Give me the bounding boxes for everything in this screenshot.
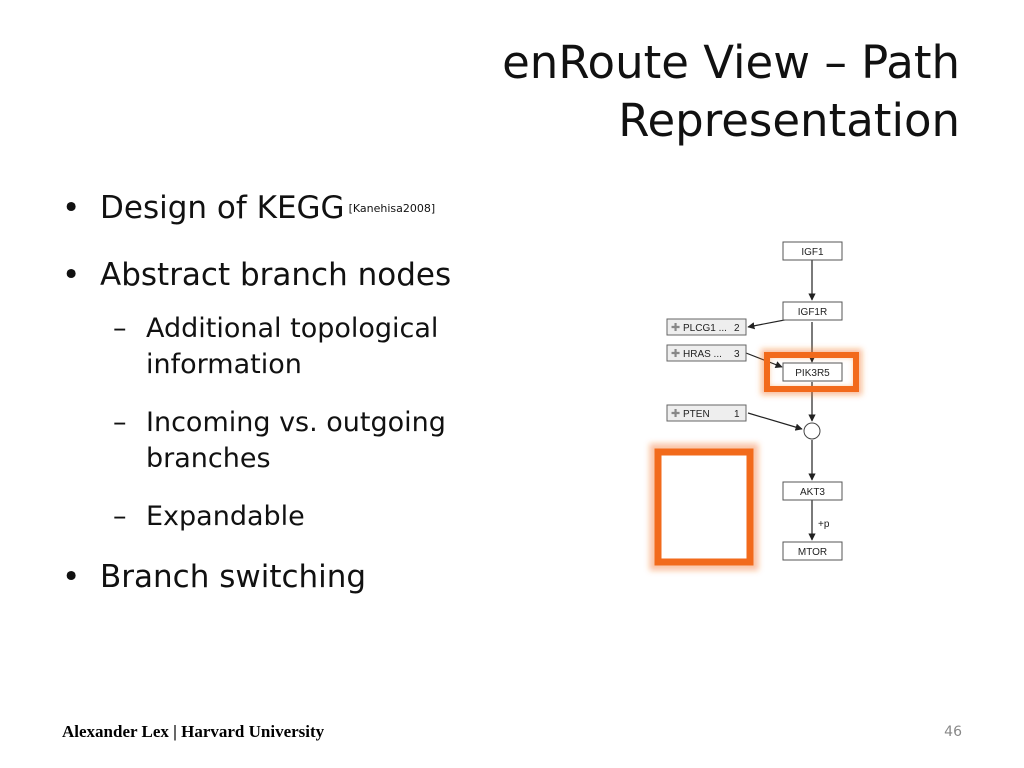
- expand-plus-icon: ✚: [671, 347, 680, 360]
- sub-bullet-line-1: Incoming vs. outgoing: [146, 407, 446, 438]
- sub-bullet-line-2: information: [146, 349, 302, 380]
- branch-junction: [803, 422, 821, 440]
- edge-pten-junction: [747, 412, 803, 431]
- dash-icon: –: [113, 313, 127, 344]
- sub-bullet-line-2: branches: [146, 443, 271, 474]
- sub-bullet-text: Expandable: [146, 501, 305, 532]
- bullet-text: Design of KEGG: [100, 190, 345, 226]
- edge-label-phosphorylation: +p: [818, 519, 830, 530]
- branch-node-plcg1-label: PLCG1 ...: [683, 323, 727, 334]
- node-akt3-label: AKT3: [800, 487, 825, 498]
- node-igf1[interactable]: IGF1: [782, 241, 843, 261]
- sub-bullet-line-1: Additional topological: [146, 313, 439, 344]
- branch-node-plcg1[interactable]: ✚ PLCG1 ... 2: [666, 318, 747, 336]
- branch-node-hras[interactable]: ✚ HRAS ... 3: [666, 344, 747, 362]
- bullet-text: Abstract branch nodes: [100, 257, 452, 293]
- node-igf1r-label: IGF1R: [798, 307, 827, 318]
- bullet-icon: •: [62, 190, 81, 226]
- branch-node-hras-count: 3: [734, 349, 740, 360]
- empty-highlight-glow: [649, 443, 759, 571]
- dash-icon: –: [113, 407, 127, 438]
- branch-node-plcg1-count: 2: [734, 323, 740, 334]
- expand-plus-icon: ✚: [671, 321, 680, 334]
- branch-node-pten[interactable]: ✚ PTEN 1: [666, 404, 747, 422]
- citation: [Kanehisa2008]: [348, 202, 436, 215]
- node-akt3[interactable]: AKT3: [782, 481, 843, 501]
- bullet-branch-switching: • Branch switching: [62, 557, 622, 597]
- slide-number: 46: [944, 724, 962, 740]
- node-pik3r5[interactable]: PIK3R5: [782, 362, 843, 382]
- bullet-icon: •: [62, 257, 81, 293]
- bullet-design-of-kegg: • Design of KEGG[Kanehisa2008]: [62, 188, 622, 229]
- dash-icon: –: [113, 501, 127, 532]
- branch-node-pten-label: PTEN: [683, 409, 710, 420]
- sub-bullet-topological: – Additional topological information: [62, 311, 622, 383]
- path-diagram: +p IGF1 IGF1R PIK3R5 AKT3 MTOR ✚ PLCG1 .…: [649, 241, 862, 571]
- node-pik3r5-label: PIK3R5: [795, 368, 830, 379]
- slide-title-line-1: enRoute View – Path: [502, 36, 960, 89]
- node-mtor[interactable]: MTOR: [782, 541, 843, 561]
- bullet-list: • Design of KEGG[Kanehisa2008] • Abstrac…: [62, 188, 622, 623]
- expand-plus-icon: ✚: [671, 407, 680, 420]
- sub-bullet-incoming-outgoing: – Incoming vs. outgoing branches: [62, 405, 622, 477]
- bullet-abstract-branch-nodes: • Abstract branch nodes: [62, 255, 622, 295]
- node-igf1r[interactable]: IGF1R: [782, 301, 843, 321]
- slide-title-line-2: Representation: [618, 94, 960, 147]
- slide-title: enRoute View – Path Representation: [260, 34, 960, 150]
- node-igf1-label: IGF1: [801, 247, 824, 258]
- branch-node-hras-label: HRAS ...: [683, 349, 722, 360]
- branch-node-pten-count: 1: [734, 409, 740, 420]
- bullet-icon: •: [62, 559, 81, 595]
- empty-highlight-frame: [654, 448, 754, 566]
- sub-bullet-expandable: – Expandable: [62, 499, 622, 535]
- node-mtor-label: MTOR: [798, 547, 827, 558]
- footer-author: Alexander Lex | Harvard University: [62, 722, 325, 741]
- bullet-text: Branch switching: [100, 559, 367, 595]
- pik3r5-highlight-frame: [764, 352, 859, 392]
